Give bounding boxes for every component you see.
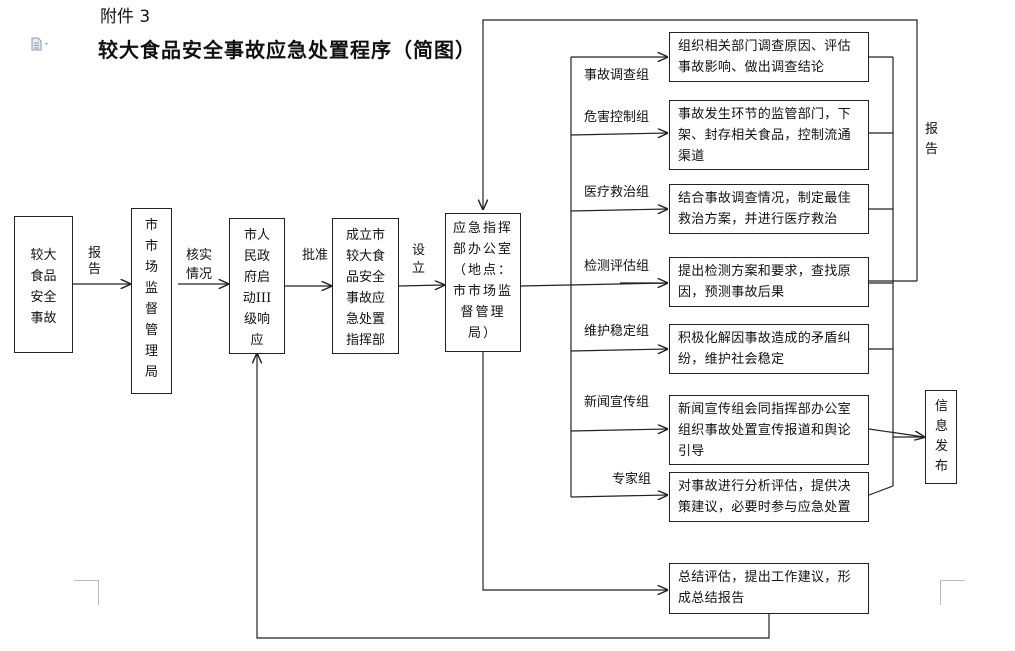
emergency-office-box: 应急指挥部办公室（地点：市市场监督管理局）: [445, 213, 521, 352]
edge-label-approve: 批准: [302, 248, 329, 263]
group-label-testing: 检测评估组: [584, 259, 650, 274]
group-label-experts: 专家组: [612, 472, 652, 487]
emergency-office-label: 应急指挥部办公室（地点：市市场监督管理局）: [452, 221, 513, 341]
market-bureau-box: 市市场监督管理局: [131, 208, 172, 394]
document-icon[interactable]: [30, 36, 54, 51]
edge-label-establish: 设立: [412, 243, 426, 276]
task-box-testing: 提出检测方案和要求，查找原因，预测事故后果: [669, 257, 869, 307]
task-box-investigation: 组织相关部门调查原因、评估事故影响、做出调查结论: [669, 32, 869, 82]
city-government-box: 市人民政府启动III级响应: [229, 218, 285, 354]
group-label-publicity: 新闻宣传组: [584, 395, 650, 410]
city-government-label: 市人民政府启动III级响应: [242, 228, 272, 348]
task-box-stability: 积极化解因事故造成的矛盾纠纷，维护社会稳定: [669, 324, 869, 374]
edge-label-report-2: 报告: [925, 122, 939, 157]
page-corner-right: [940, 580, 965, 605]
page-corner-left: [74, 580, 99, 605]
incident-label: 较大食品安全事故: [30, 248, 57, 326]
market-bureau-label: 市市场监督管理局: [145, 218, 159, 380]
group-label-investigation: 事故调查组: [584, 68, 650, 83]
task-box-experts: 对事故进行分析评估，提供决策建议，必要时参与应急处置: [669, 472, 869, 522]
edge-label-report-1: 报告: [88, 246, 102, 277]
info-release-box: 信息发布: [925, 390, 957, 484]
group-label-stability: 维护稳定组: [584, 324, 650, 339]
command-hq-box: 成立市较大食品安全事故应急处置指挥部: [332, 218, 399, 354]
task-box-publicity: 新闻宣传组会同指挥部办公室组织事故处置宣传报道和舆论引导: [669, 395, 869, 465]
command-hq-label: 成立市较大食品安全事故应急处置指挥部: [345, 228, 385, 348]
attachment-label: 附件 3: [100, 7, 151, 27]
group-label-medical: 医疗救治组: [584, 185, 650, 200]
page-title: 较大食品安全事故应急处置程序（简图）: [98, 38, 476, 62]
task-box-medical: 结合事故调查情况，制定最佳救治方案，并进行医疗救治: [669, 184, 869, 234]
info-release-label: 信息发布: [935, 399, 949, 474]
group-label-hazard-control: 危害控制组: [584, 110, 650, 125]
incident-box: 较大食品安全事故: [14, 216, 73, 353]
task-box-hazard-control: 事故发生环节的监管部门，下架、封存相关食品，控制流通渠道: [669, 100, 869, 170]
summary-box: 总结评估，提出工作建议，形成总结报告: [669, 563, 869, 614]
edge-label-verify: 核实情况: [186, 248, 213, 282]
